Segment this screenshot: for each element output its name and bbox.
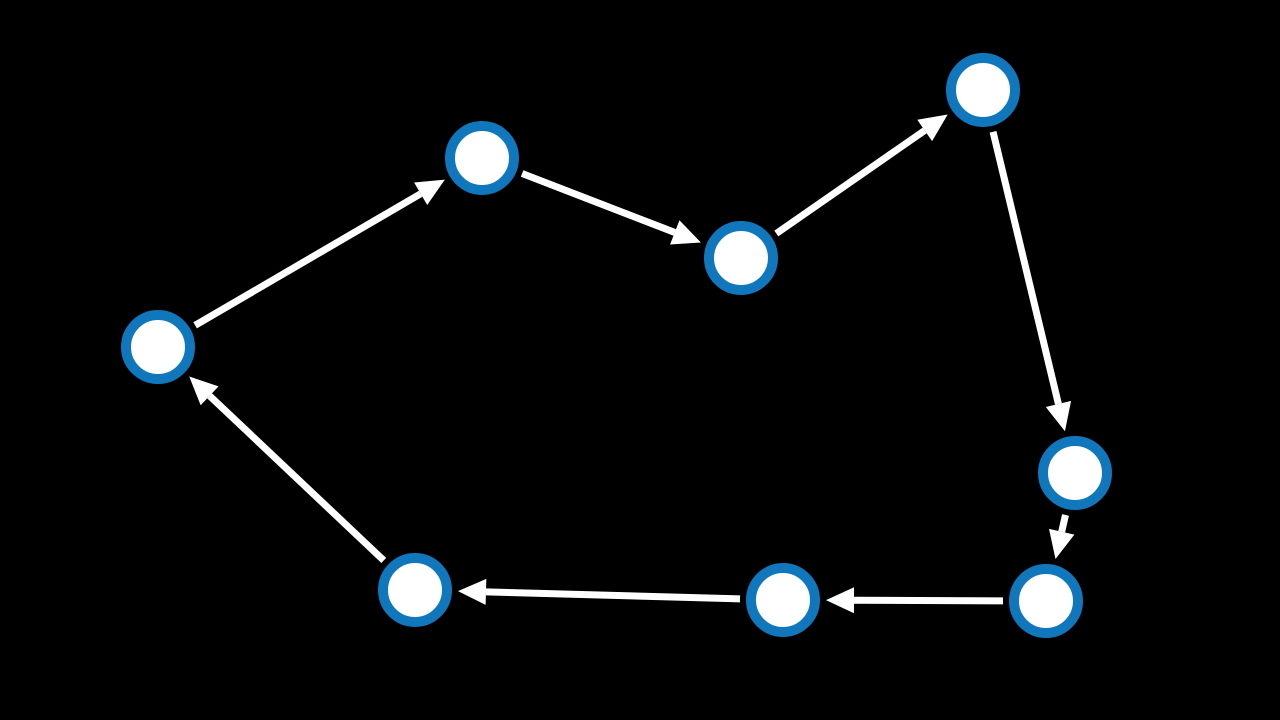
graph-node[interactable] — [746, 563, 820, 637]
graph-edge — [1058, 514, 1069, 533]
graph-node-circle[interactable] — [378, 553, 452, 627]
graph-node[interactable] — [946, 53, 1020, 127]
node-layer — [121, 53, 1112, 638]
graph-edge — [853, 596, 1004, 605]
graph-node[interactable] — [704, 221, 778, 295]
graph-edge-arrowhead — [826, 587, 855, 614]
graph-edge-arrowhead — [189, 376, 219, 406]
graph-node-circle[interactable] — [946, 53, 1020, 127]
graph-node[interactable] — [378, 553, 452, 627]
graph-node-circle[interactable] — [1038, 436, 1112, 510]
graph-node[interactable] — [1009, 564, 1083, 638]
graph-edge-arrowhead — [414, 179, 445, 205]
graph-node-circle[interactable] — [121, 310, 195, 384]
graph-edge-arrowhead — [917, 114, 948, 142]
graph-node[interactable] — [445, 121, 519, 195]
graph-edge-arrowhead — [670, 220, 701, 245]
graph-edge — [520, 170, 677, 236]
edge-layer — [189, 114, 1075, 614]
graph-edge — [485, 588, 741, 603]
graph-edge — [774, 127, 927, 237]
graph-edge-arrowhead — [1045, 400, 1072, 432]
graph-edge — [193, 190, 423, 329]
graph-node-circle[interactable] — [704, 221, 778, 295]
graph-node[interactable] — [1038, 436, 1112, 510]
graph-edge — [989, 130, 1062, 405]
graph-edge-arrowhead — [457, 578, 487, 605]
graph-node[interactable] — [121, 310, 195, 384]
graph-node-circle[interactable] — [1009, 564, 1083, 638]
graph-edge-arrowhead — [1049, 528, 1075, 560]
graph-node-circle[interactable] — [746, 563, 820, 637]
graph-edge — [207, 393, 387, 564]
graph-node-circle[interactable] — [445, 121, 519, 195]
